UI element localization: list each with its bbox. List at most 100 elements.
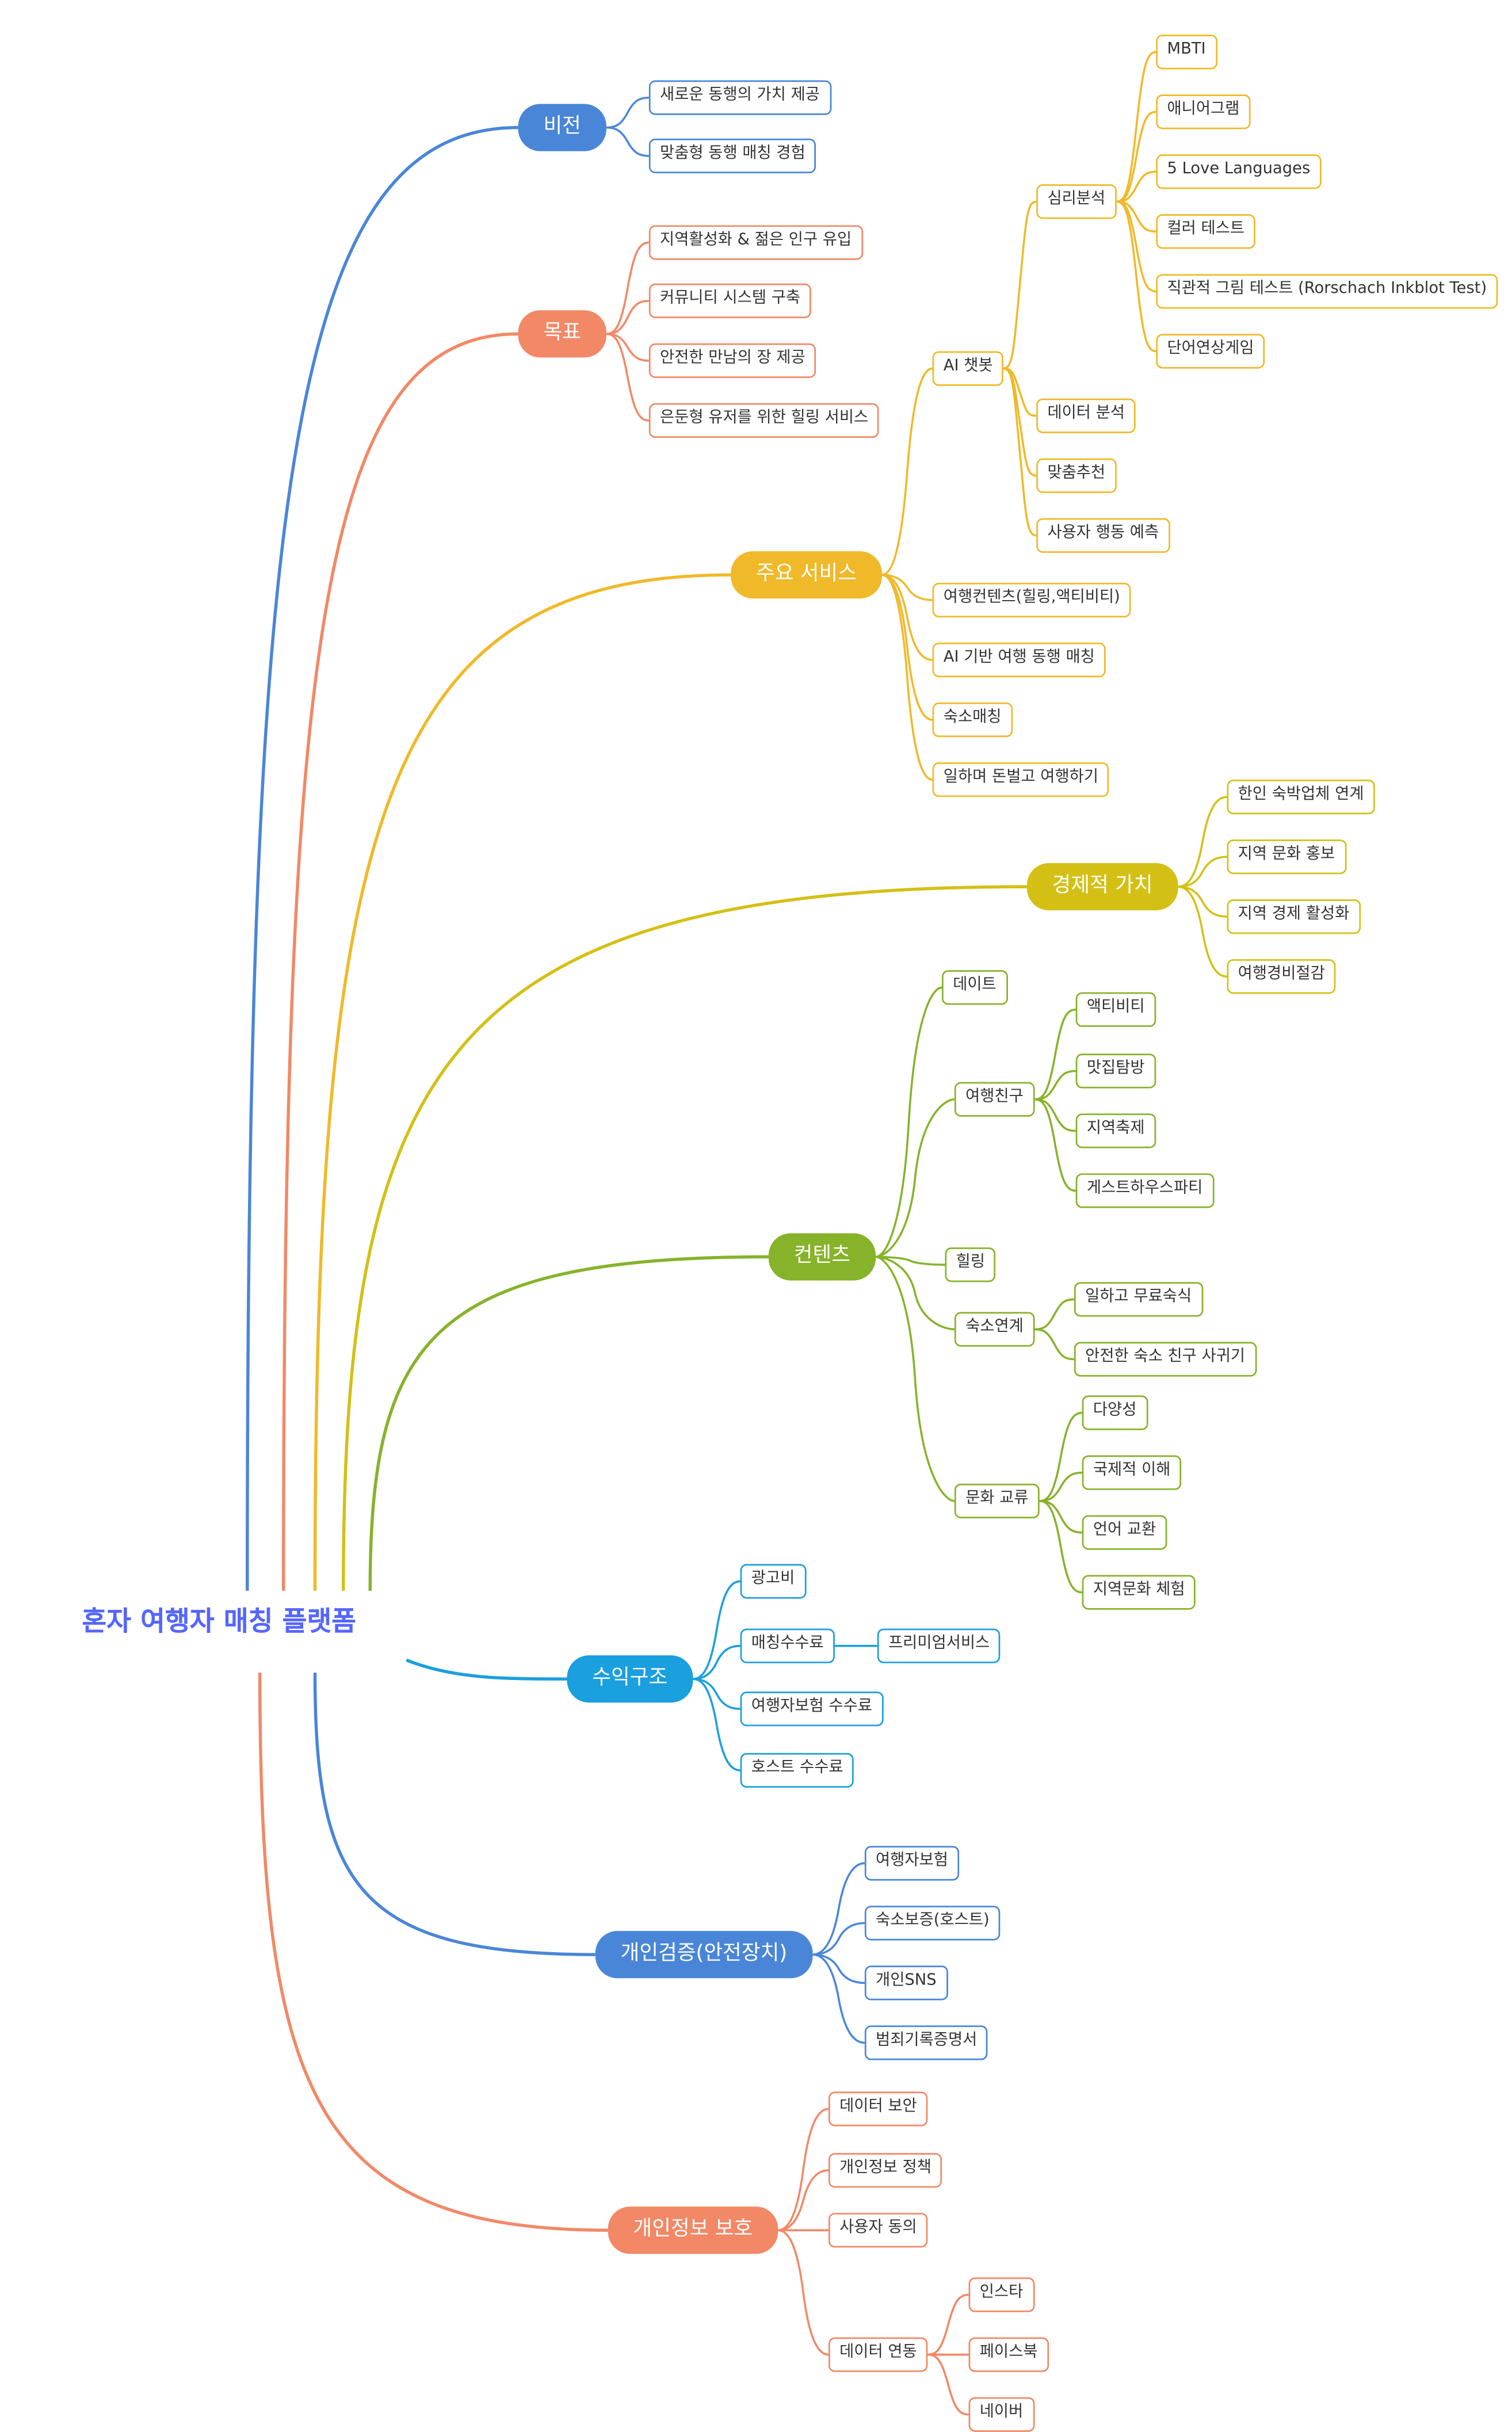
leaf-traveler-insurance[interactable]: 여행자보험 xyxy=(864,1846,960,1881)
leaf-custom-recommend[interactable]: 맞춤추천 xyxy=(1036,458,1117,493)
leaf-work-free-stay[interactable]: 일하고 무료숙식 xyxy=(1074,1282,1203,1317)
leaf-travel-contents[interactable]: 여행컨텐츠(힐링,액티비티) xyxy=(932,582,1132,618)
leaf-culture-promotion[interactable]: 지역 문화 홍보 xyxy=(1227,839,1346,875)
leaf-korean-lodging[interactable]: 한인 숙박업체 연계 xyxy=(1227,780,1375,815)
leaf-cultural-exchange[interactable]: 문화 교류 xyxy=(954,1483,1040,1518)
leaf-color-test[interactable]: 컬러 테스트 xyxy=(1156,214,1256,249)
connector-f3 xyxy=(1034,1098,1076,1192)
connector-c0 xyxy=(1003,367,1037,417)
connector-k-cul xyxy=(875,1255,955,1502)
leaf-lodging-guarantee[interactable]: 숙소보증(호스트) xyxy=(864,1906,1001,1941)
leaf-user-consent[interactable]: 사용자 동의 xyxy=(828,2213,928,2248)
leaf-behavior-prediction[interactable]: 사용자 행동 예측 xyxy=(1036,518,1170,553)
leaf-vision-new-value[interactable]: 새로운 동행의 가치 제공 xyxy=(648,80,831,115)
leaf-goal-regional[interactable]: 지역활성화 & 젊은 인구 유입 xyxy=(648,225,863,260)
connector-f2 xyxy=(1034,1098,1076,1132)
leaf-local-economy[interactable]: 지역 경제 활성화 xyxy=(1227,899,1361,934)
leaf-mbti[interactable]: MBTI xyxy=(1156,35,1217,70)
leaf-insurance-fee[interactable]: 여행자보험 수수료 xyxy=(740,1692,884,1727)
root-topic[interactable]: 혼자 여행자 매칭 플랫폼 xyxy=(82,1606,357,1638)
connector-k-heal xyxy=(876,1255,945,1266)
leaf-goal-community[interactable]: 커뮤니티 시스템 구축 xyxy=(648,283,812,318)
branch-vision[interactable]: 비전 xyxy=(518,104,606,151)
leaf-personal-sns[interactable]: 개인SNS xyxy=(864,1965,948,2000)
leaf-ai-chatbot[interactable]: AI 챗봇 xyxy=(932,351,1004,386)
branch-contents[interactable]: 컨텐츠 xyxy=(768,1233,876,1281)
connector-root-b-goals xyxy=(282,332,518,1591)
leaf-international-understanding[interactable]: 국제적 이해 xyxy=(1082,1455,1182,1490)
connector-e3 xyxy=(1178,885,1227,978)
leaf-enneagram[interactable]: 애니어그램 xyxy=(1156,94,1251,129)
connector-z0 xyxy=(927,2293,969,2356)
leaf-naver[interactable]: 네이버 xyxy=(968,2397,1034,2432)
connector-x3 xyxy=(812,1953,865,2044)
leaf-goal-safe-meeting[interactable]: 안전한 만남의 장 제공 xyxy=(648,343,816,378)
connector-f1 xyxy=(1034,1070,1076,1101)
leaf-facebook[interactable]: 페이스북 xyxy=(968,2337,1049,2372)
leaf-rorschach-test[interactable]: 직관적 그림 테스트 (Rorschach Inkblot Test) xyxy=(1156,274,1498,309)
leaf-activity[interactable]: 액티비티 xyxy=(1075,992,1156,1027)
connector-u1 xyxy=(1039,1471,1082,1502)
leaf-lodging-link[interactable]: 숙소연계 xyxy=(954,1312,1035,1347)
leaf-premium-service[interactable]: 프리미엄서비스 xyxy=(877,1628,1001,1663)
connector-y-int xyxy=(778,2229,829,2356)
connector-p2 xyxy=(1116,170,1156,203)
connector-p3 xyxy=(1116,200,1156,233)
branch-economic-value[interactable]: 경제적 가치 xyxy=(1026,863,1178,911)
leaf-lodging-matching[interactable]: 숙소매칭 xyxy=(932,702,1013,738)
connector-y0 xyxy=(778,2108,829,2232)
leaf-vision-custom-matching[interactable]: 맞춤형 동행 매칭 경험 xyxy=(648,138,816,174)
leaf-goal-healing[interactable]: 은둔형 유저를 위한 힐링 서비스 xyxy=(648,403,880,438)
connector-e1 xyxy=(1178,856,1227,888)
connector-e2 xyxy=(1178,885,1227,918)
leaf-work-travel[interactable]: 일하며 돈벌고 여행하기 xyxy=(932,762,1110,797)
connector-l0 xyxy=(1034,1298,1075,1331)
leaf-ad-fee[interactable]: 광고비 xyxy=(740,1564,806,1599)
leaf-local-festival[interactable]: 지역축제 xyxy=(1075,1113,1156,1148)
leaf-local-culture-experience[interactable]: 지역문화 체험 xyxy=(1082,1575,1196,1610)
leaf-privacy-policy[interactable]: 개인정보 정책 xyxy=(828,2153,943,2188)
connector-p4 xyxy=(1116,200,1156,293)
connector-s0 xyxy=(881,574,933,601)
leaf-word-association[interactable]: 단어연상게임 xyxy=(1156,334,1265,369)
leaf-date[interactable]: 데이트 xyxy=(942,970,1007,1005)
connector-root-b-priv xyxy=(258,1673,608,2232)
branch-revenue-structure[interactable]: 수익구조 xyxy=(567,1655,693,1703)
leaf-safe-lodging-friends[interactable]: 안전한 숙소 친구 사귀기 xyxy=(1074,1342,1257,1377)
connector-p0 xyxy=(1116,51,1156,203)
branch-main-services[interactable]: 주요 서비스 xyxy=(731,551,882,599)
leaf-guesthouse-party[interactable]: 게스트하우스파티 xyxy=(1075,1173,1214,1208)
leaf-diversity[interactable]: 다양성 xyxy=(1082,1395,1148,1430)
connector-k-lodge xyxy=(875,1255,954,1331)
leaf-cost-saving[interactable]: 여행경비절감 xyxy=(1227,959,1336,994)
leaf-host-fee[interactable]: 호스트 수수료 xyxy=(740,1753,854,1788)
connector-k-date xyxy=(875,986,942,1258)
branch-goals[interactable]: 목표 xyxy=(518,310,606,358)
leaf-data-analysis[interactable]: 데이터 분석 xyxy=(1036,398,1136,433)
connector-c2 xyxy=(1003,367,1037,537)
leaf-data-security[interactable]: 데이터 보안 xyxy=(828,2091,928,2126)
leaf-data-integration[interactable]: 데이터 연동 xyxy=(828,2337,928,2372)
leaf-criminal-record[interactable]: 범죄기록증명서 xyxy=(864,2025,988,2060)
leaf-psych-analysis[interactable]: 심리분석 xyxy=(1036,184,1117,219)
branch-privacy-protection[interactable]: 개인정보 보호 xyxy=(608,2206,778,2254)
connector-v1 xyxy=(606,126,649,157)
connector-g0 xyxy=(606,241,649,335)
leaf-food-tour[interactable]: 맛집탐방 xyxy=(1075,1053,1156,1089)
connector-e0 xyxy=(1178,796,1227,888)
connector-f0 xyxy=(1034,1008,1076,1101)
leaf-ai-companion-matching[interactable]: AI 기반 여행 동행 매칭 xyxy=(932,642,1106,678)
connector-y1 xyxy=(778,2169,829,2232)
leaf-instagram[interactable]: 인스타 xyxy=(968,2277,1034,2312)
leaf-language-exchange[interactable]: 언어 교환 xyxy=(1082,1515,1167,1550)
leaf-travel-friend[interactable]: 여행친구 xyxy=(954,1082,1035,1117)
connector-x2 xyxy=(812,1953,865,1984)
leaf-healing[interactable]: 힐링 xyxy=(945,1247,996,1282)
leaf-love-languages[interactable]: 5 Love Languages xyxy=(1156,154,1322,189)
connector-s-bot xyxy=(881,367,933,576)
connector-root-b-rev xyxy=(406,1658,567,1681)
leaf-matching-fee[interactable]: 매칭수수료 xyxy=(740,1628,835,1663)
connector-k-fr xyxy=(875,1098,955,1258)
branch-identity-verification[interactable]: 개인검증(안전장치) xyxy=(595,1931,813,1979)
